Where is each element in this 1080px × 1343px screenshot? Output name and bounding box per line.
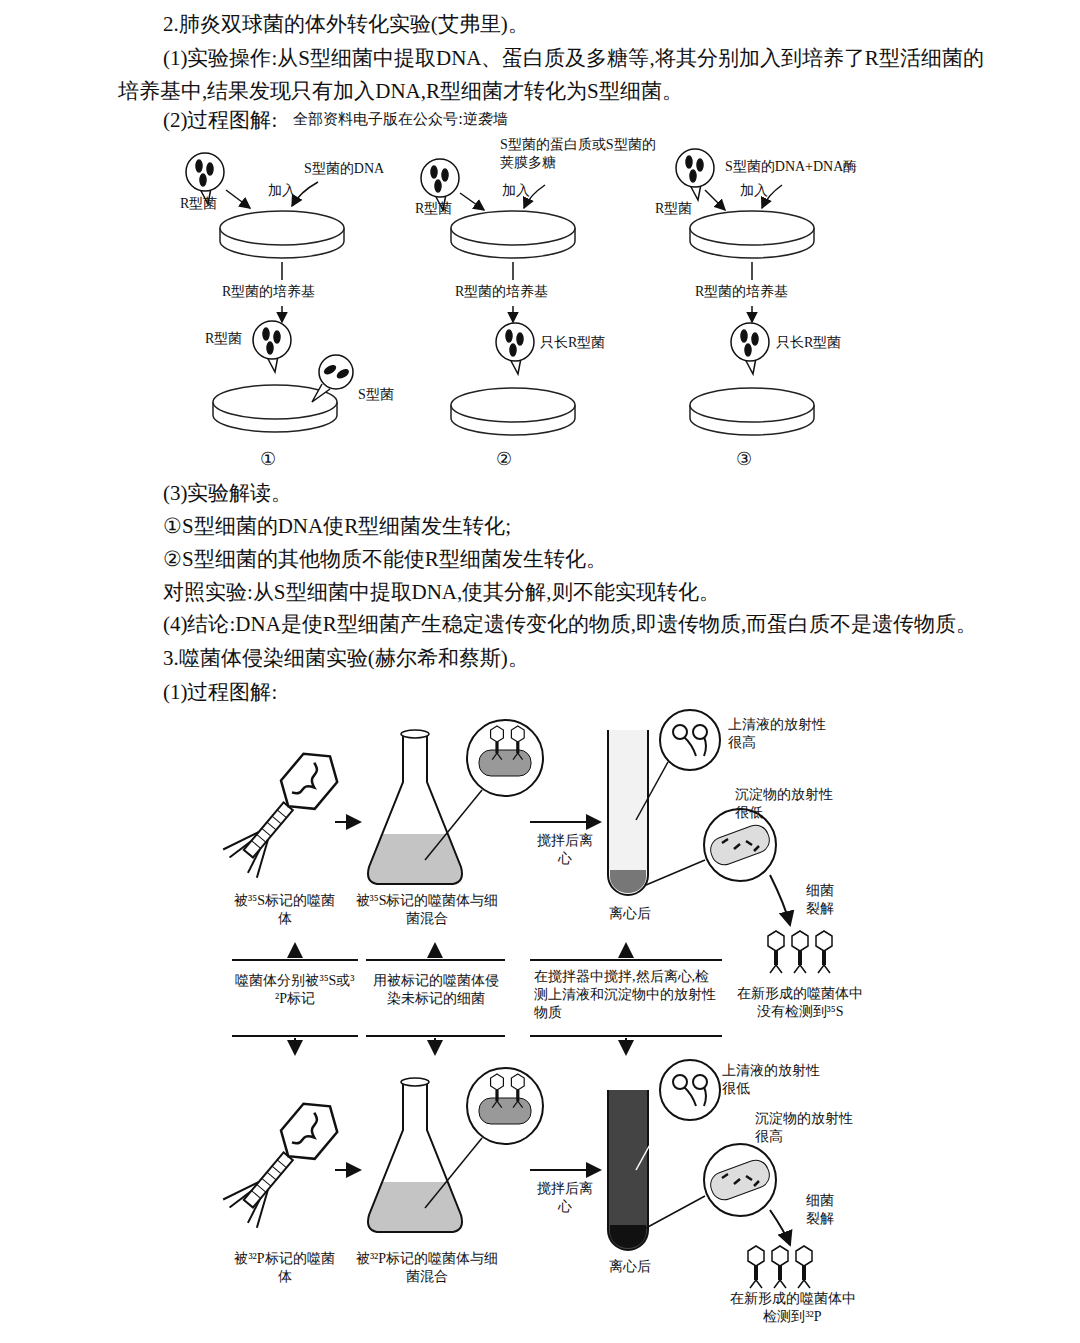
- diagram-label: 沉淀物的放射性很低: [735, 786, 845, 822]
- diagram-label: 离心后: [600, 1258, 660, 1276]
- diagram-label: S型菌: [358, 386, 418, 404]
- diagram-label: ②: [496, 448, 526, 471]
- diagram-label: 加入: [502, 182, 542, 200]
- diagram-label: 上清液的放射性很低: [722, 1062, 822, 1098]
- body-text: (2)过程图解:: [163, 104, 303, 137]
- body-text: (3)实验解读。: [163, 477, 563, 510]
- diagram-label: 用被标记的噬菌体侵染未标记的细菌: [368, 972, 504, 1008]
- body-text: 对照实验:从S型细菌中提取DNA,使其分解,则不能实现转化。: [163, 576, 983, 609]
- diagram-label: S型菌的蛋白质或S型菌的荚膜多糖: [500, 136, 660, 172]
- diagram-label: R型菌: [180, 195, 240, 213]
- diagram-label: 在新形成的噬菌体中检测到³²P: [725, 1290, 860, 1326]
- body-text: ①S型细菌的DNA使R型细菌发生转化;: [163, 510, 963, 543]
- diagram-label: ③: [736, 448, 766, 471]
- body-text: 2.肺炎双球菌的体外转化实验(艾弗里)。: [118, 8, 988, 41]
- body-text: 3.噬菌体侵染细菌实验(赫尔希和蔡斯)。: [163, 642, 963, 675]
- diagram-label: R型菌的培养基: [455, 283, 585, 301]
- diagram-label: 被³²P标记的噬菌体: [232, 1250, 337, 1286]
- body-text: (4)结论:DNA是使R型细菌产生稳定遗传变化的物质,即遗传物质,而蛋白质不是遗…: [118, 608, 988, 641]
- diagram-label: 加入: [740, 182, 780, 200]
- diagram-label: 细菌裂解: [800, 882, 840, 918]
- diagram-label: 离心后: [600, 905, 660, 923]
- diagram-label: 搅拌后离心: [535, 832, 595, 868]
- diagram-label: R型菌: [205, 330, 265, 348]
- diagram-label: 在搅拌器中搅拌,然后离心,检测上清液和沉淀物中的放射性物质: [534, 968, 720, 1023]
- diagram-label: R型菌的培养基: [695, 283, 825, 301]
- diagram-label: 只长R型菌: [540, 334, 630, 352]
- diagram-label: 被³⁵S标记的噬菌体与细菌混合: [352, 892, 502, 928]
- diagram-label: R型菌: [415, 200, 475, 218]
- diagram-label: 被³⁵S标记的噬菌体: [232, 892, 337, 928]
- diagram-label: 噬菌体分别被³⁵S或³²P标记: [234, 972, 356, 1008]
- diagram-label: 被³²P标记的噬菌体与细菌混合: [352, 1250, 502, 1286]
- diagram-label: S型菌的DNA+DNA酶: [725, 158, 885, 176]
- diagram-label: ①: [260, 448, 290, 471]
- diagram-label: 在新形成的噬菌体中没有检测到³⁵S: [735, 985, 865, 1021]
- diagram-label: 沉淀物的放射性很高: [755, 1110, 865, 1146]
- body-text: ②S型细菌的其他物质不能使R型细菌发生转化。: [163, 543, 963, 576]
- diagram-label: R型菌: [655, 200, 715, 218]
- body-text: (1)过程图解:: [163, 676, 563, 709]
- diagram-label: 只长R型菌: [776, 334, 866, 352]
- diagram-label: 上清液的放射性很高: [728, 716, 828, 752]
- diagram-label: 全部资料电子版在公众号:逆袭墙: [293, 110, 593, 130]
- diagram-label: S型菌的DNA: [304, 160, 414, 178]
- diagram-label: 加入: [268, 182, 308, 200]
- diagram-label: 搅拌后离心: [535, 1180, 595, 1216]
- diagram-label: 细菌裂解: [800, 1192, 840, 1228]
- body-text: (1)实验操作:从S型细菌中提取DNA、蛋白质及多糖等,将其分别加入到培养了R型…: [118, 42, 988, 107]
- diagram-label: R型菌的培养基: [222, 283, 352, 301]
